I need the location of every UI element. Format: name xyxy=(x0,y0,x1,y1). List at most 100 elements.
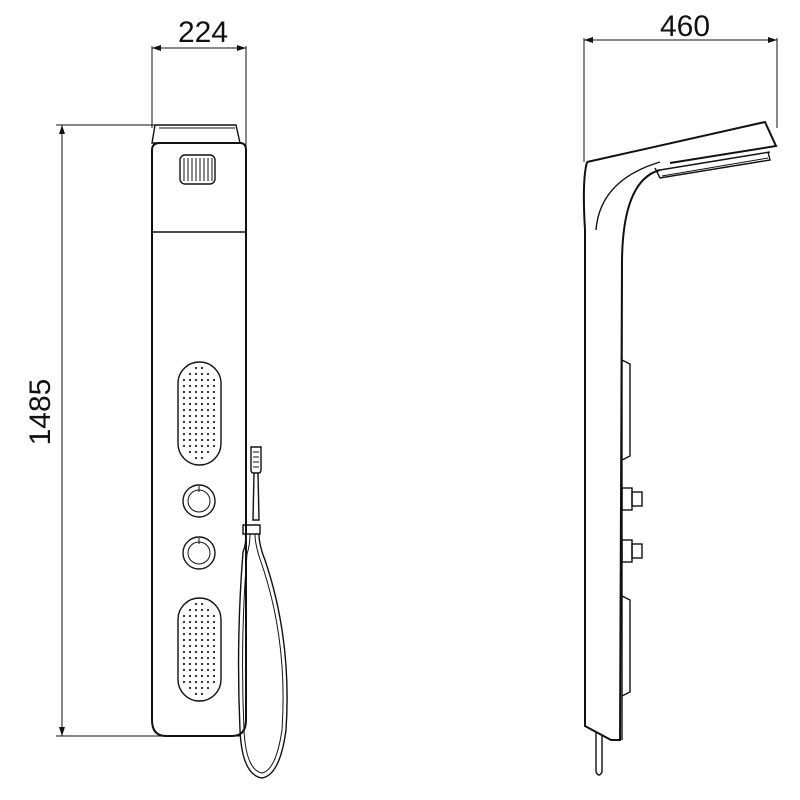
nozzle-dot xyxy=(188,620,192,624)
nozzle-dot xyxy=(194,686,198,690)
nozzle-dot xyxy=(194,456,198,460)
panel-inner-curve xyxy=(595,161,661,231)
nozzle-dot xyxy=(182,378,186,382)
nozzle-dot xyxy=(188,608,192,612)
nozzle-dot xyxy=(200,686,204,690)
nozzle-dot xyxy=(188,638,192,642)
shower-hose xyxy=(237,533,288,779)
nozzle-dot xyxy=(206,426,210,430)
nozzle-dot xyxy=(212,656,216,660)
nozzle-dot xyxy=(182,620,186,624)
nozzle-dot xyxy=(206,680,210,684)
nozzle-dot xyxy=(206,450,210,454)
nozzle-dot xyxy=(182,384,186,388)
nozzle-dot xyxy=(194,680,198,684)
nozzle-dot xyxy=(206,372,210,376)
nozzle-dot xyxy=(188,372,192,376)
upper-body-jet xyxy=(177,361,222,466)
nozzle-dot xyxy=(200,620,204,624)
diverter-knob xyxy=(182,536,216,570)
nozzle-dot xyxy=(206,396,210,400)
nozzle-dot xyxy=(194,614,198,618)
nozzle-dot xyxy=(212,650,216,654)
nozzle-dot xyxy=(206,402,210,406)
nozzle-dot xyxy=(188,384,192,388)
nozzle-dot xyxy=(206,632,210,636)
nozzle-dot xyxy=(206,390,210,394)
panel-profile xyxy=(582,161,661,741)
nozzle-dot xyxy=(182,396,186,400)
front-width-label: 224 xyxy=(178,16,228,49)
nozzle-dot xyxy=(200,396,204,400)
nozzle-dot xyxy=(212,378,216,382)
nozzle-dot xyxy=(200,614,204,618)
nozzle-dot xyxy=(200,420,204,424)
nozzle-dot xyxy=(188,438,192,442)
nozzle-dot xyxy=(200,366,204,370)
nozzle-dot xyxy=(182,650,186,654)
nozzle-dot xyxy=(206,608,210,612)
nozzle-dot xyxy=(200,456,204,460)
nozzle-dot xyxy=(182,414,186,418)
temperature-knob xyxy=(182,484,216,518)
nozzle-dot xyxy=(212,626,216,630)
nozzle-dot xyxy=(206,650,210,654)
front-view: 224 1485 xyxy=(24,16,288,779)
lower-body-jet xyxy=(177,597,222,702)
nozzle-dot xyxy=(188,632,192,636)
nozzle-dot xyxy=(188,450,192,454)
nozzle-dot xyxy=(194,420,198,424)
nozzle-dot xyxy=(194,638,198,642)
side-view: 460 xyxy=(582,10,778,776)
nozzle-dot xyxy=(194,372,198,376)
nozzle-dot xyxy=(182,426,186,430)
nozzle-dot xyxy=(194,450,198,454)
nozzle-dot xyxy=(212,662,216,666)
nozzle-dot xyxy=(206,686,210,690)
side-upper-jet xyxy=(621,359,631,461)
nozzle-dot xyxy=(206,620,210,624)
nozzle-dot xyxy=(194,432,198,436)
nozzle-dot xyxy=(194,608,198,612)
nozzle-dot xyxy=(182,638,186,642)
nozzle-dot xyxy=(206,384,210,388)
nozzle-dot xyxy=(194,444,198,448)
height-dimension: 1485 xyxy=(24,124,240,737)
nozzle-dot xyxy=(194,378,198,382)
hand-shower xyxy=(242,446,262,535)
nozzle-dot xyxy=(206,414,210,418)
nozzle-dot xyxy=(200,644,204,648)
nozzle-dot xyxy=(200,638,204,642)
nozzle-dot xyxy=(188,686,192,690)
nozzle-dot xyxy=(212,638,216,642)
nozzle-dot xyxy=(200,680,204,684)
nozzle-dot xyxy=(212,680,216,684)
nozzle-dot xyxy=(182,656,186,660)
height-label: 1485 xyxy=(24,379,57,446)
nozzle-dot xyxy=(200,444,204,448)
nozzle-dot xyxy=(194,620,198,624)
nozzle-dot xyxy=(188,650,192,654)
nozzle-dot xyxy=(206,614,210,618)
nozzle-dot xyxy=(182,444,186,448)
nozzle-dot xyxy=(212,384,216,388)
nozzle-dot xyxy=(188,644,192,648)
nozzle-dot xyxy=(182,432,186,436)
nozzle-dot xyxy=(194,408,198,412)
panel-body xyxy=(151,142,247,737)
rain-shower-arm-side xyxy=(586,120,778,179)
nozzle-dot xyxy=(194,632,198,636)
nozzle-dot xyxy=(194,644,198,648)
nozzle-dot xyxy=(200,384,204,388)
nozzle-dot xyxy=(188,614,192,618)
nozzle-dot xyxy=(188,674,192,678)
nozzle-dot xyxy=(206,626,210,630)
nozzle-dot xyxy=(206,656,210,660)
nozzle-dot xyxy=(194,426,198,430)
nozzle-dot xyxy=(188,408,192,412)
nozzle-dot xyxy=(206,662,210,666)
nozzle-dot xyxy=(212,402,216,406)
side-depth-dimension: 460 xyxy=(583,10,778,162)
nozzle-dot xyxy=(182,662,186,666)
nozzle-dot xyxy=(206,644,210,648)
